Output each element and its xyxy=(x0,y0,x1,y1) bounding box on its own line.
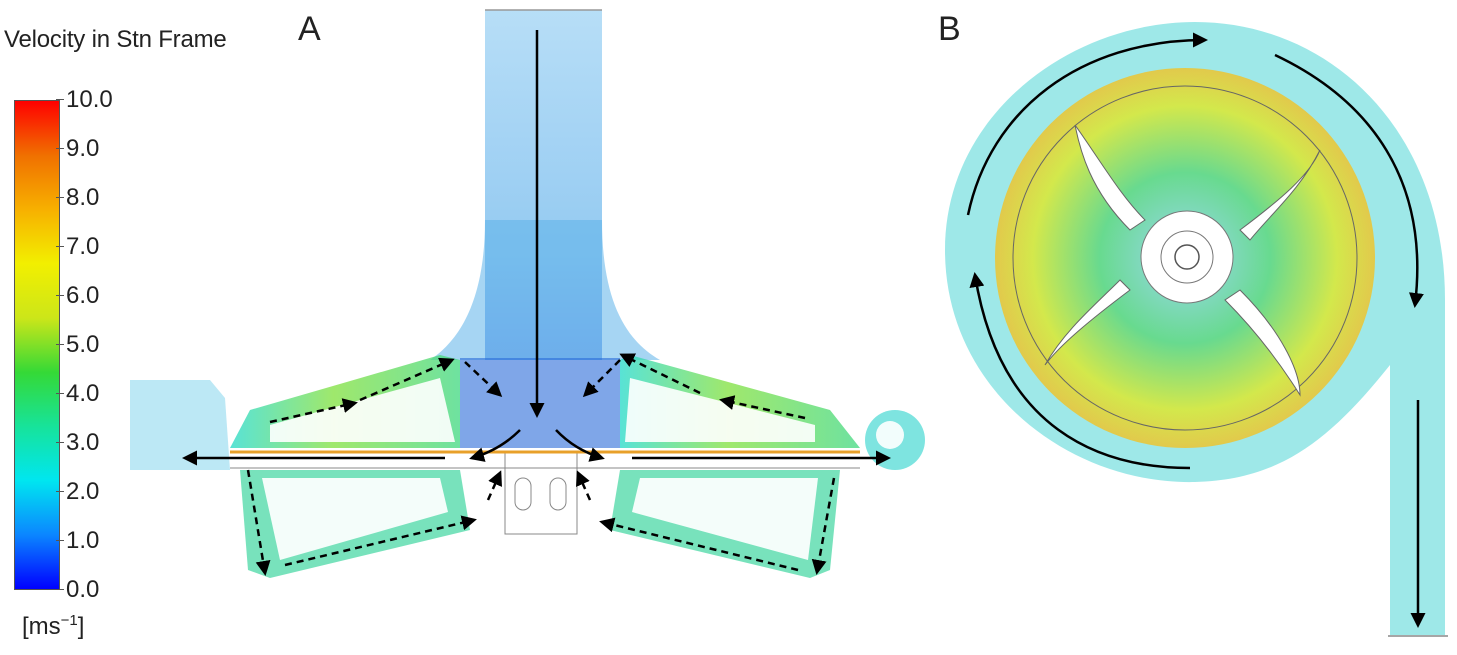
lower-left-channel-inner xyxy=(262,478,448,560)
colorbar-tick-label: 7.0 xyxy=(66,233,100,260)
hub-slot-2 xyxy=(549,477,567,511)
velocity-colorbar xyxy=(14,100,60,590)
inlet-flare xyxy=(430,220,660,360)
colorbar-tick-mark xyxy=(56,197,64,198)
impeller-blades xyxy=(1044,124,1321,397)
hub-ring-mid xyxy=(1160,230,1214,284)
colorbar-tick-mark xyxy=(56,246,64,247)
upper-left-channel-inner xyxy=(270,378,455,442)
colorbar-tick-mark xyxy=(56,295,64,296)
colorbar-tick-label: 3.0 xyxy=(66,429,100,456)
right-volute-core xyxy=(876,421,904,449)
upper-right-channel-inner xyxy=(625,378,815,442)
colorbar-tick-label: 10.0 xyxy=(66,86,113,113)
hub-ring-outer xyxy=(1140,210,1234,304)
colorbar-tick-mark xyxy=(56,99,64,100)
colorbar-tick-label: 1.0 xyxy=(66,527,100,554)
panel-label-b: B xyxy=(938,10,961,48)
volute-flow-arrows xyxy=(966,32,1426,628)
colorbar-tick-mark xyxy=(56,393,64,394)
hub-slot-1 xyxy=(514,477,532,511)
legend-unit: [ms−1] xyxy=(22,612,85,640)
panel-label-a: A xyxy=(298,10,321,48)
colorbar-tick-label: 2.0 xyxy=(66,478,100,505)
hub-ring-inner xyxy=(1174,244,1200,270)
colorbar-tick-label: 5.0 xyxy=(66,331,100,358)
hub-bearing xyxy=(504,451,578,535)
colorbar-tick-mark xyxy=(56,589,64,590)
colorbar-tick-mark xyxy=(56,540,64,541)
colorbar-tick-label: 6.0 xyxy=(66,282,100,309)
colorbar-tick-label: 4.0 xyxy=(66,380,100,407)
colorbar-tick-mark xyxy=(56,344,64,345)
recirculation-arrows xyxy=(246,353,836,576)
impeller-rim xyxy=(1012,85,1358,431)
left-outlet xyxy=(130,380,230,470)
colorbar-tick-mark xyxy=(56,491,64,492)
colorbar-tick-label: 0.0 xyxy=(66,576,100,603)
colorbar-tick-mark xyxy=(56,148,64,149)
colorbar-tick-label: 9.0 xyxy=(66,135,100,162)
right-turn-arrow xyxy=(555,429,605,462)
colorbar-tick-label: 8.0 xyxy=(66,184,100,211)
lower-right-channel-inner xyxy=(632,478,818,560)
left-turn-arrow xyxy=(469,429,521,462)
legend-title: Velocity in Stn Frame xyxy=(4,26,227,53)
colorbar-tick-mark xyxy=(56,442,64,443)
